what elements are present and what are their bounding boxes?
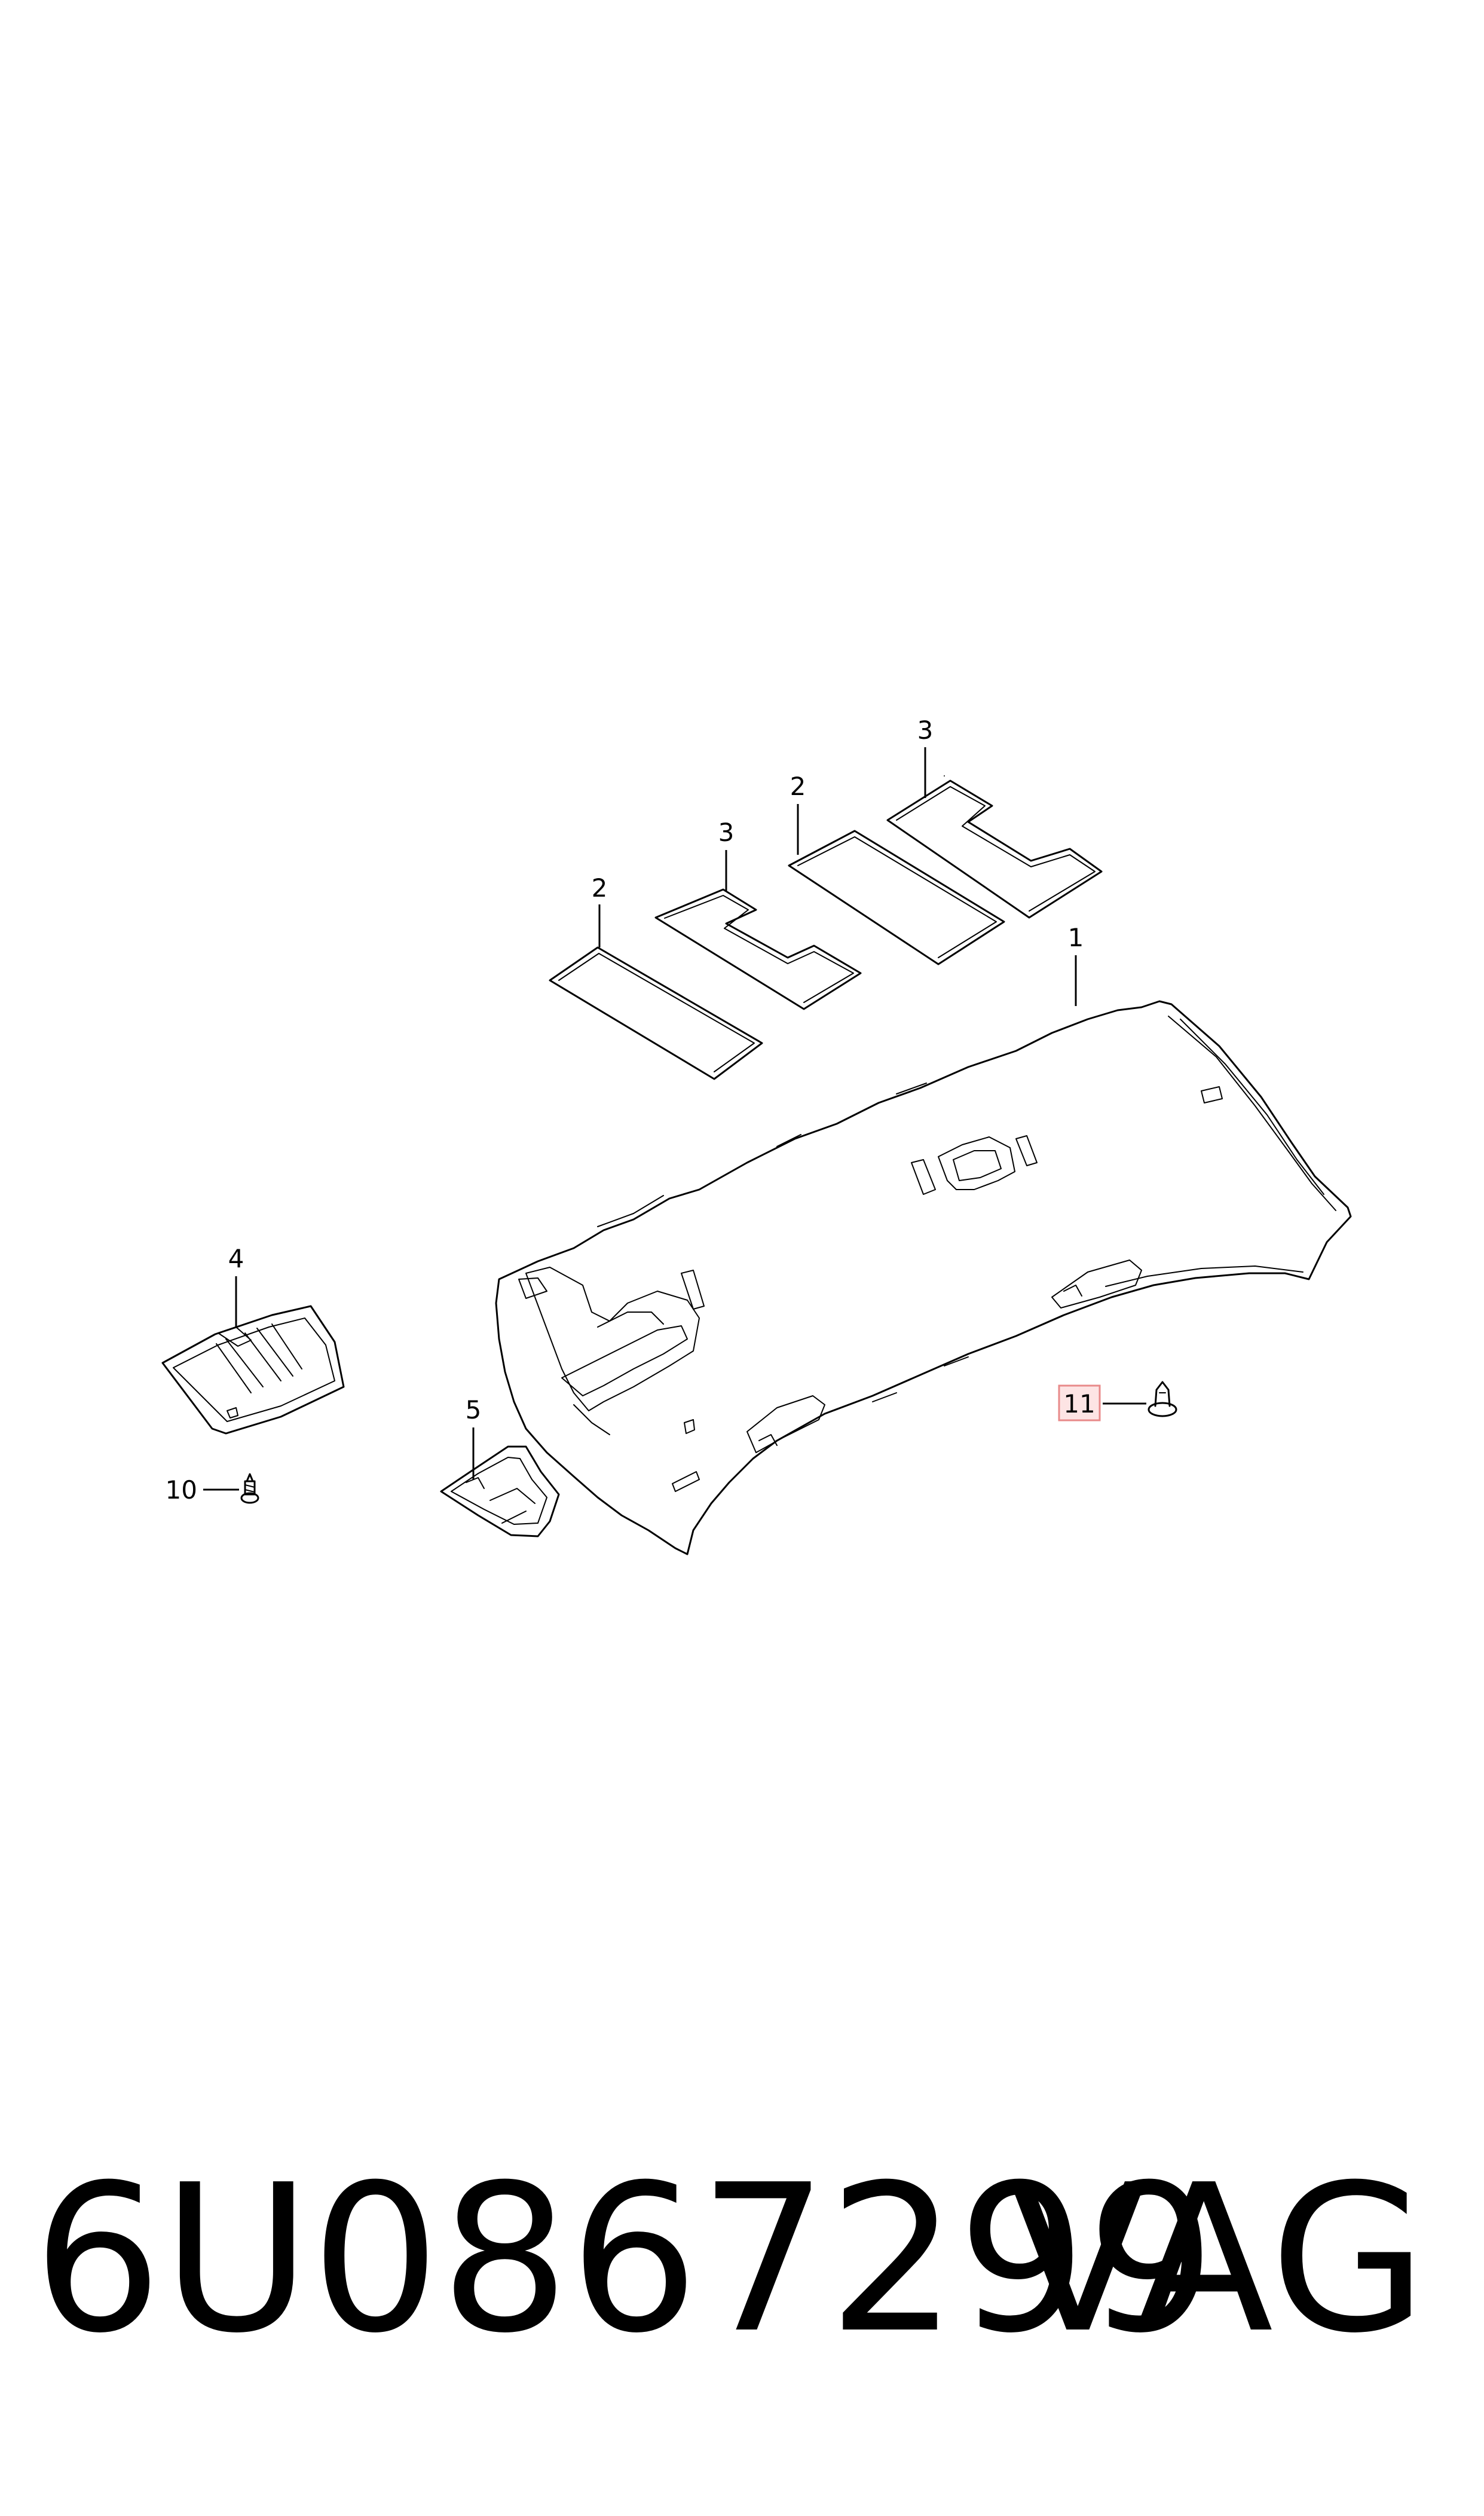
part-3-pad-right (886, 779, 1103, 919)
part-3-pad-left (654, 888, 862, 1010)
part-5-cover-trim (440, 1445, 560, 1537)
callout-5: 5 (466, 1395, 482, 1424)
callout-2-right: 2 (790, 772, 806, 801)
callout-3-right: 3 (917, 716, 934, 745)
part-2-pad-left (549, 946, 763, 1080)
part-11-clip (1148, 1381, 1177, 1417)
callout-10: 10 (166, 1475, 197, 1505)
part-number: 6U0867299 (33, 2141, 1216, 2378)
part-4-roof-console (161, 1305, 345, 1435)
callout-1: 1 (1068, 923, 1084, 952)
highlight-box-11 (1058, 1384, 1101, 1421)
callout-11: 11 (1063, 1389, 1095, 1419)
part-1-headliner (495, 775, 1352, 1555)
part-2-pad-right (788, 830, 1005, 965)
callout-3-left: 3 (718, 818, 735, 847)
part-10-screw (240, 1473, 259, 1504)
callout-4: 4 (228, 1244, 244, 1273)
brand-label: VAG (1008, 2141, 1427, 2378)
callout-2-left: 2 (592, 873, 608, 903)
